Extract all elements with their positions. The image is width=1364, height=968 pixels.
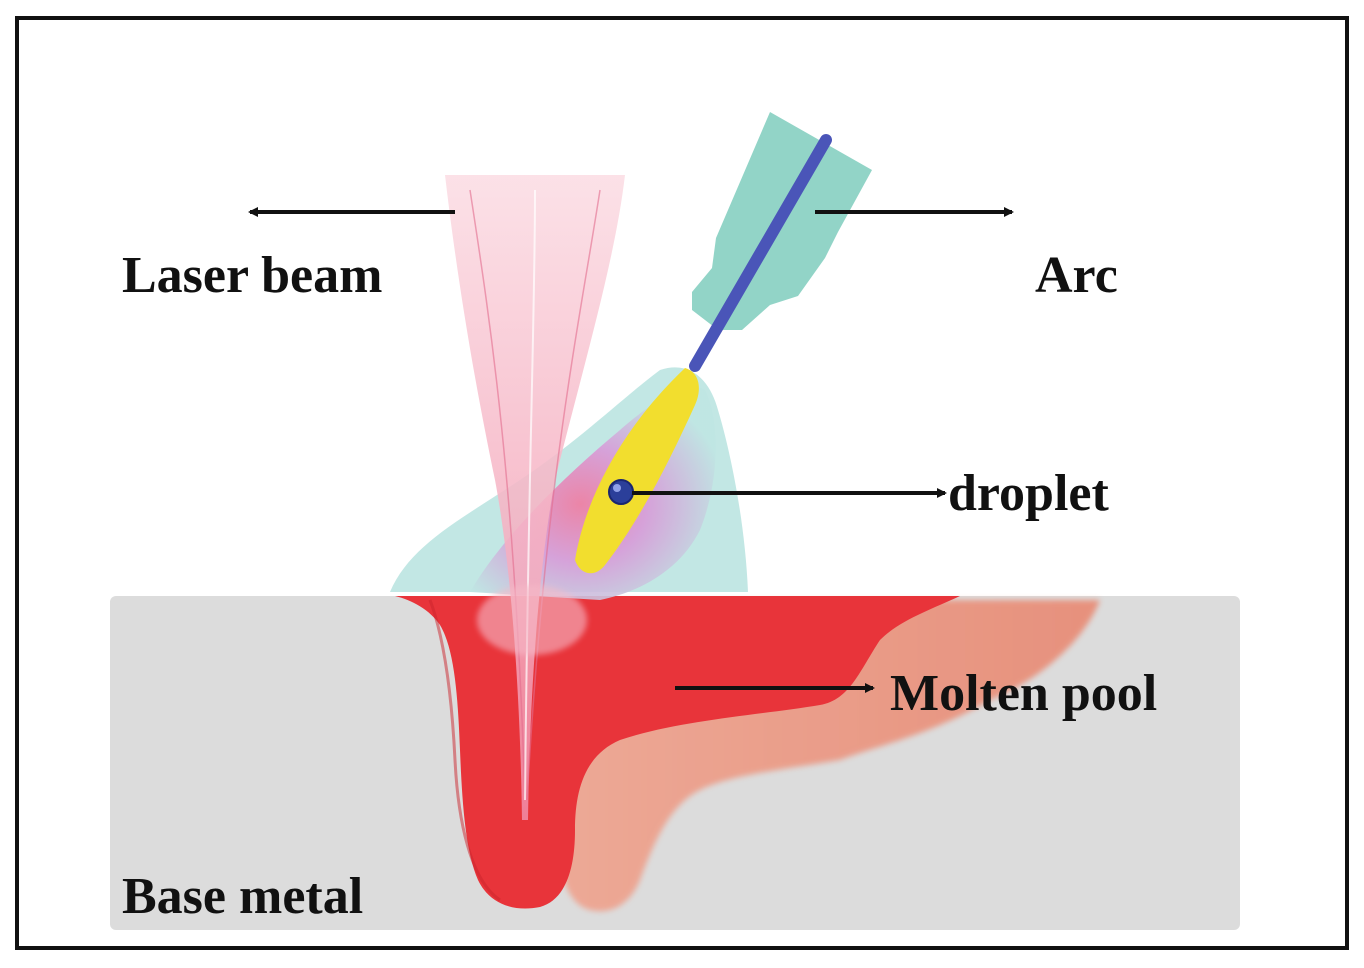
laser-beam-streak <box>526 189 601 801</box>
keyhole-wall <box>428 599 501 902</box>
laser-beam-cone <box>445 175 625 820</box>
droplet-dot <box>608 479 634 505</box>
laser-beam-streak <box>469 189 526 801</box>
arc-core <box>575 368 699 574</box>
filler-wire <box>689 134 832 372</box>
label-base-metal: Base metal <box>122 868 363 925</box>
label-droplet: droplet <box>948 465 1110 522</box>
label-laser-beam: Laser beam <box>122 247 382 304</box>
label-molten-pool: Molten pool <box>890 665 1157 722</box>
droplet-highlight <box>613 484 621 492</box>
laser-beam-streak <box>524 189 536 801</box>
laser-spot <box>477 585 587 655</box>
label-arc: Arc <box>1035 247 1118 304</box>
